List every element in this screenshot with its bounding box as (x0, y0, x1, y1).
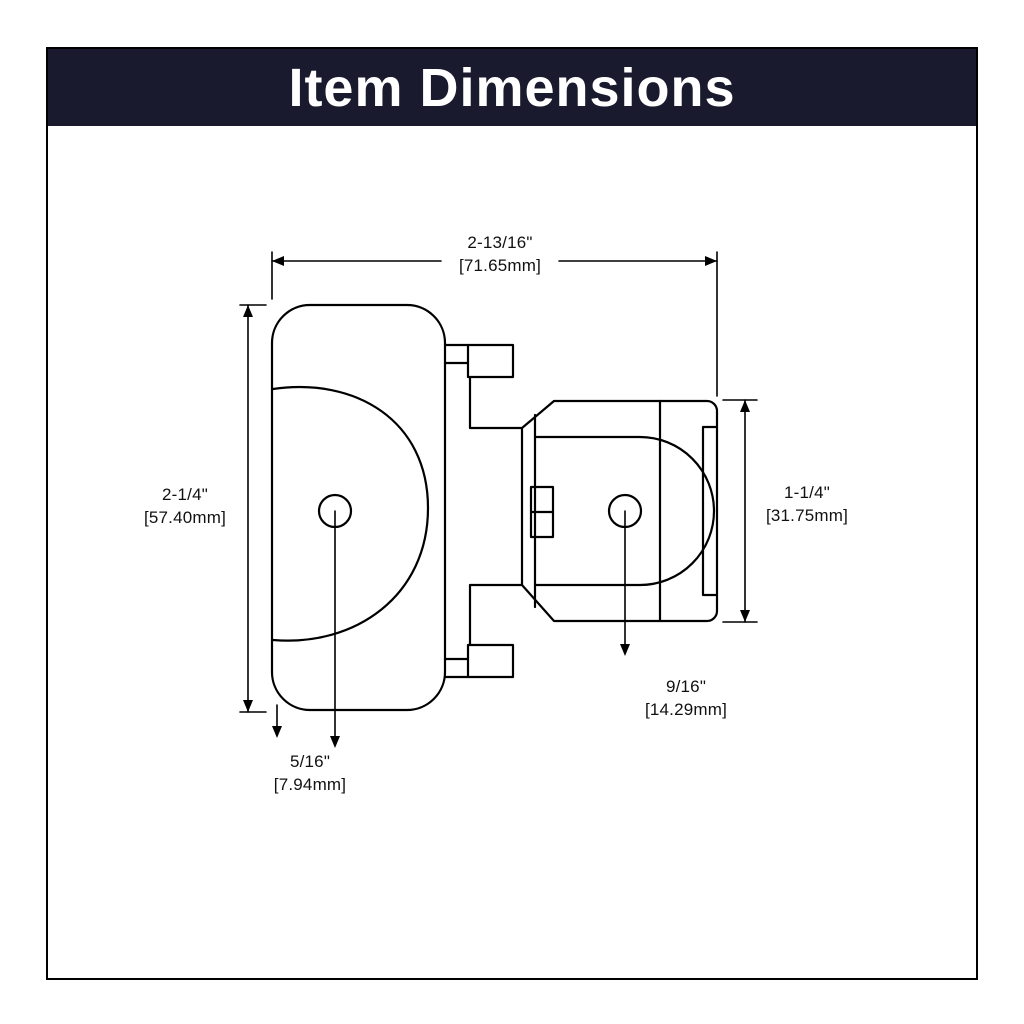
dimension-mm: [14.29mm] (644, 700, 728, 719)
dimension-label-plate-offset: 5/16" [7.94mm] (274, 750, 346, 796)
header-bar: Item Dimensions (48, 49, 976, 126)
dimension-inches: 5/16" (289, 752, 331, 771)
dimension-label-plate-height: 2-1/4" [57.40mm] (144, 483, 226, 529)
dimension-mm: [7.94mm] (273, 775, 347, 794)
dimension-mm: [31.75mm] (765, 506, 849, 525)
dimension-inches: 2-13/16" (467, 233, 533, 252)
dimension-mm: [57.40mm] (143, 508, 227, 527)
dimension-label-cup-offset: 9/16" [14.29mm] (645, 675, 727, 721)
dimension-inches: 2-1/4" (162, 485, 208, 504)
page-title: Item Dimensions (288, 57, 736, 118)
dimension-mm: [71.65mm] (458, 256, 542, 275)
dimension-label-cup-height: 1-1/4" [31.75mm] (766, 481, 848, 527)
dimension-card: Item Dimensions (46, 47, 978, 980)
dimension-inches: 1-1/4" (784, 483, 830, 502)
dimension-label-overall-width: 2-13/16" [71.65mm] (459, 231, 541, 277)
dimension-inches: 9/16" (665, 677, 707, 696)
